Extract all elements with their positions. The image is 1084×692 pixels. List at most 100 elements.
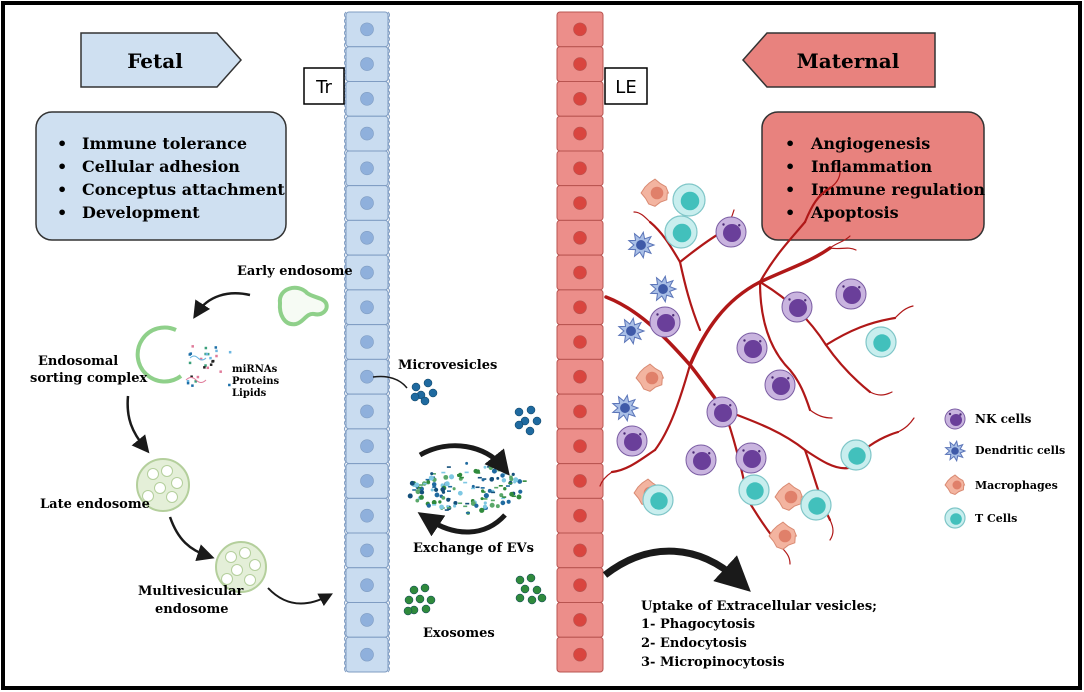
maternal-function-3: Immune regulation — [811, 180, 985, 199]
exosome-cluster-right — [515, 573, 547, 605]
microvilli-left — [344, 11, 347, 673]
exosomes-label: Exosomes — [423, 626, 495, 641]
epithelial-cell — [556, 463, 604, 499]
dendritic-cell — [617, 316, 646, 346]
cargo-dot — [206, 366, 210, 370]
cargo-lipids: Lipids — [232, 388, 267, 399]
vesicle — [420, 583, 430, 593]
epithelial-cell — [345, 567, 389, 604]
microvesicle-cluster — [410, 378, 438, 406]
mvb-label-1: Multivesicular — [138, 584, 244, 599]
epithelial-cell — [556, 115, 604, 152]
ev-particle — [446, 490, 451, 492]
vessel-branch — [758, 220, 807, 284]
ev-particle — [432, 504, 437, 506]
epithelial-cell — [345, 185, 389, 221]
uptake-title: Uptake of Extracellular vesicles; — [641, 599, 877, 614]
vessel-twig — [869, 391, 893, 396]
vessel-branch — [678, 260, 702, 332]
fetal-function-3: Conceptus attachment — [82, 180, 285, 199]
epithelial-cell — [345, 289, 389, 326]
vessel-branch — [610, 448, 657, 474]
ev-particle — [497, 469, 502, 472]
vesicle — [515, 593, 525, 603]
arrow-late-to-mvb — [168, 516, 215, 561]
ev-particle — [483, 498, 488, 500]
vessel-twig — [897, 417, 915, 433]
vesicle — [526, 405, 536, 415]
ev-particle — [431, 500, 437, 505]
sorting-complex-label-2: sorting complex — [30, 371, 147, 386]
ev-particle — [482, 504, 488, 509]
vesicle — [404, 595, 414, 605]
fetal-function-1: Immune tolerance — [82, 134, 247, 153]
ev-particle — [508, 482, 513, 485]
cargo-dot — [199, 357, 203, 361]
svg-text:•: • — [785, 203, 795, 222]
cargo-dot — [215, 349, 218, 353]
ev-particle — [522, 480, 527, 482]
epithelial-cell — [556, 636, 604, 673]
ev-particle — [430, 472, 434, 476]
maternal-function-1: Angiogenesis — [810, 134, 930, 153]
mirna-strand — [189, 355, 207, 361]
sorting-complex-label-1: Endosomal — [38, 354, 118, 369]
t-cell — [865, 326, 897, 358]
tr-label: Tr — [315, 77, 332, 98]
vesicle — [415, 594, 425, 604]
mirna-strand — [185, 377, 207, 383]
epithelial-cell — [556, 219, 604, 256]
legend-tcell-label: T Cells — [975, 512, 1017, 525]
ev-particle — [444, 509, 449, 511]
maternal-header-text: Maternal — [797, 49, 900, 73]
ev-particle — [431, 473, 436, 475]
ev-particle — [487, 488, 492, 493]
nk-cell — [835, 278, 867, 310]
ev-particle — [501, 497, 506, 500]
epithelial-cell — [345, 46, 389, 82]
vesicle — [527, 595, 537, 605]
epithelial-cell — [556, 150, 604, 187]
cargo-dot — [214, 346, 218, 349]
ev-particle — [511, 472, 515, 476]
legend-icons — [944, 408, 967, 529]
epithelial-cell — [345, 150, 389, 187]
ev-particle — [483, 501, 487, 505]
t-cell — [738, 474, 770, 506]
vessel-branch — [653, 363, 692, 452]
macrophage — [768, 521, 798, 550]
ev-particle — [426, 480, 430, 484]
early-endosome-label: Early endosome — [237, 264, 353, 279]
ev-particle — [448, 485, 453, 488]
ev-particle — [511, 495, 516, 498]
exchange-arrow-to-maternal — [418, 443, 510, 476]
epithelial-cell — [345, 602, 389, 638]
t-cell — [840, 439, 872, 471]
microvesicles-label: Microvesicles — [398, 358, 497, 373]
nk-cell — [764, 369, 796, 401]
vessel-twig — [894, 305, 914, 319]
late-endosome-label: Late endosome — [40, 497, 150, 512]
ev-particle — [407, 493, 413, 499]
late-endosome — [136, 458, 190, 512]
legend-dendritic-label: Dendritic cells — [975, 444, 1065, 457]
ev-particle — [465, 512, 470, 514]
cargo-dot — [219, 370, 222, 373]
ev-particle — [417, 486, 422, 489]
uptake-item-3: 3- Micropinocytosis — [641, 655, 785, 670]
uptake-item-2: 2- Endocytosis — [641, 636, 747, 651]
vesicle — [421, 604, 431, 614]
maternal-header: Maternal — [741, 32, 936, 88]
ev-particle — [458, 502, 463, 505]
vesicle — [403, 606, 413, 616]
mvb-label-2: endosome — [155, 602, 229, 617]
ev-particle — [457, 490, 463, 496]
ev-particle — [496, 476, 500, 480]
cargo-mirnas: miRNAs — [232, 364, 278, 375]
ev-particle — [491, 477, 494, 481]
vesicle — [520, 584, 530, 594]
epithelial-cell — [556, 532, 604, 569]
dendritic-cell — [611, 393, 640, 423]
cargo-dot — [196, 375, 200, 379]
vessel-twig — [829, 519, 834, 541]
